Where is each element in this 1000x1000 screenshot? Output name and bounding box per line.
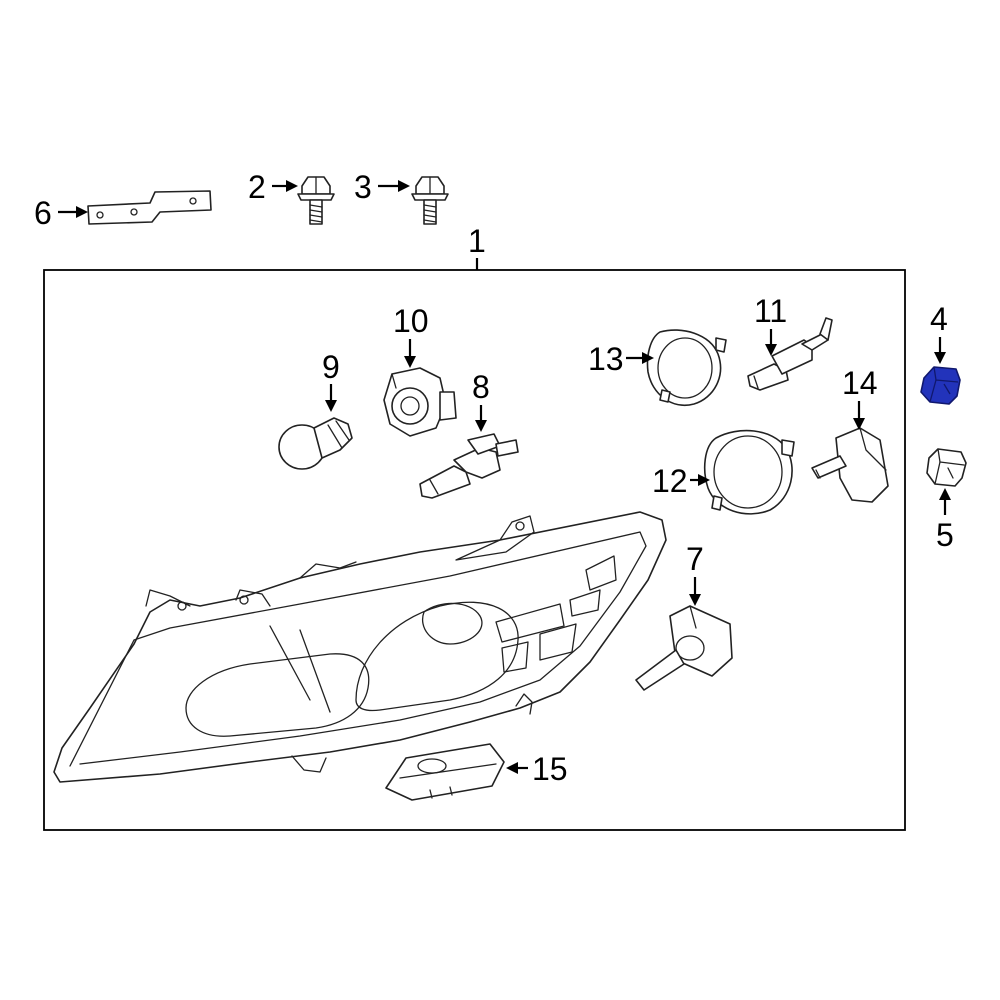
- callout-1-label: 1: [468, 223, 486, 259]
- callout-10[interactable]: 10: [393, 303, 429, 368]
- part-9-bulb[interactable]: [278, 417, 353, 470]
- callout-9[interactable]: 9: [322, 349, 340, 412]
- callout-14[interactable]: 14: [842, 365, 878, 430]
- callout-12[interactable]: 12: [652, 463, 710, 499]
- callout-9-label: 9: [322, 349, 340, 385]
- callout-3[interactable]: 3: [354, 169, 410, 205]
- part-12-ring[interactable]: [703, 429, 795, 515]
- callout-10-label: 10: [393, 303, 429, 339]
- part-10-socket[interactable]: [383, 367, 457, 437]
- callout-6[interactable]: 6: [34, 195, 88, 231]
- callout-8-label: 8: [472, 369, 490, 405]
- callout-13[interactable]: 13: [588, 341, 654, 377]
- part-11-bulb[interactable]: [747, 317, 833, 391]
- part-2-bolt[interactable]: [297, 176, 335, 225]
- part-14-socket[interactable]: [811, 427, 889, 503]
- callout-11[interactable]: 11: [754, 293, 787, 356]
- callout-8[interactable]: 8: [472, 369, 490, 432]
- part-5-clip[interactable]: [926, 448, 967, 487]
- callout-6-label: 6: [34, 195, 52, 231]
- callout-12-label: 12: [652, 463, 688, 499]
- callout-4[interactable]: 4: [930, 301, 948, 364]
- callout-7[interactable]: 7: [686, 541, 704, 606]
- callout-14-label: 14: [842, 365, 878, 401]
- headlamp-housing[interactable]: [53, 511, 667, 783]
- part-8-bulb[interactable]: [419, 433, 519, 499]
- part-7-bulb[interactable]: [635, 605, 733, 691]
- callout-4-label: 4: [930, 301, 948, 337]
- callout-3-label: 3: [354, 169, 372, 205]
- callout-11-label: 11: [754, 293, 787, 329]
- callout-1[interactable]: 1: [468, 223, 486, 270]
- part-4-clip-highlighted[interactable]: [920, 366, 961, 405]
- callout-5-label: 5: [936, 517, 954, 553]
- part-13-ring[interactable]: [646, 329, 727, 407]
- callout-5[interactable]: 5: [936, 488, 954, 553]
- callout-15[interactable]: 15: [506, 751, 568, 787]
- callout-7-label: 7: [686, 541, 704, 577]
- callout-2[interactable]: 2: [248, 169, 298, 205]
- part-6-bracket[interactable]: [87, 190, 212, 225]
- part-3-bolt[interactable]: [411, 176, 449, 225]
- callout-15-label: 15: [532, 751, 568, 787]
- callout-13-label: 13: [588, 341, 624, 377]
- callout-2-label: 2: [248, 169, 266, 205]
- part-15-module[interactable]: [385, 743, 505, 801]
- assembly-frame: [43, 269, 906, 831]
